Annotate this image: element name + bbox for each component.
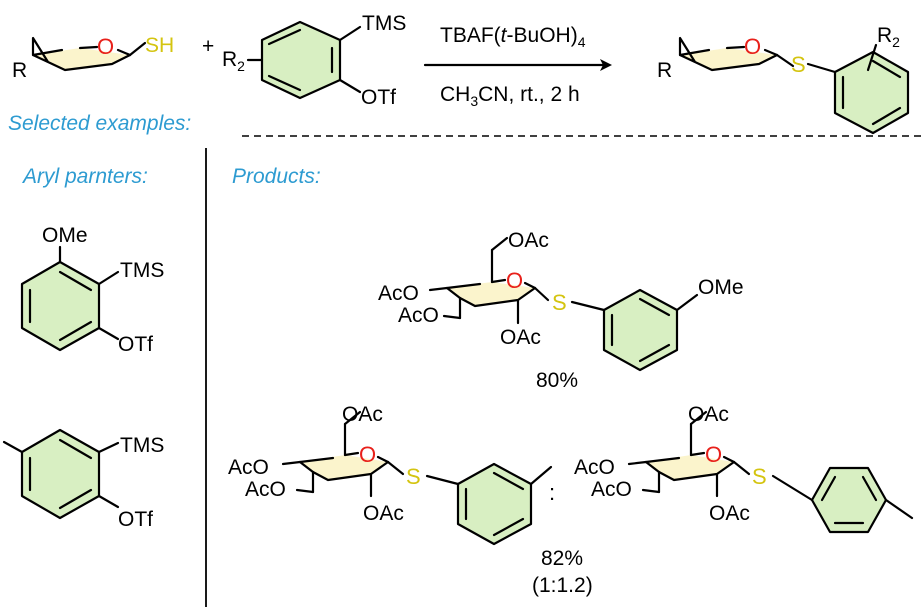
- reagent-label: TBAF(t-BuOH)4: [440, 24, 586, 50]
- thiol-group: SH: [145, 34, 174, 57]
- p2a-c3-oac: AcO: [245, 478, 286, 501]
- conditions-label: CH3CN, rt., 2 h: [440, 83, 580, 109]
- aryl-partners-heading: Aryl parnters:: [21, 165, 148, 188]
- partner2-otf: OTf: [118, 508, 153, 531]
- aryl-partner-1: OMe TMS OTf: [20, 224, 164, 356]
- tms-label: TMS: [362, 12, 406, 35]
- partner2-tms: TMS: [120, 434, 164, 457]
- p2a-ring-oxygen: O: [359, 442, 376, 467]
- product-r-label: R: [657, 59, 672, 82]
- p2b-ch2-oac: OAc: [688, 403, 729, 426]
- partner1-otf: OTf: [118, 333, 153, 356]
- p2a-c4-oac: AcO: [228, 456, 269, 479]
- p1-yield: 80%: [536, 369, 578, 392]
- p1-ch2-oac: OAc: [508, 229, 549, 252]
- p1-sulfur: S: [552, 290, 567, 315]
- p2b-c2-oac: OAc: [709, 502, 750, 525]
- product-ring-oxygen: O: [744, 34, 761, 59]
- product-2-meta: OAc AcO AcO OAc O S: [228, 403, 553, 546]
- reactant-thiosugar: R O SH: [12, 34, 174, 82]
- isomer-separator: :: [549, 480, 555, 505]
- p2-yield: 82%: [541, 547, 583, 570]
- p2b-sulfur: S: [752, 464, 767, 489]
- product-thioglycoside: R O S R2: [657, 24, 910, 135]
- reaction-arrow: [423, 59, 612, 71]
- p2a-ch2-oac: OAc: [342, 403, 383, 426]
- p1-c4-oac: AcO: [378, 282, 419, 305]
- reactant-aryne-precursor: R2 TMS OTf: [222, 12, 406, 109]
- partner1-tms: TMS: [120, 259, 164, 282]
- product-sulfur: S: [791, 52, 806, 77]
- p1-ring-oxygen: O: [506, 268, 523, 293]
- plus-sign: +: [202, 35, 214, 58]
- p1-ome: OMe: [698, 276, 744, 299]
- ring-oxygen: O: [97, 34, 114, 59]
- p1-c3-oac: AcO: [398, 304, 439, 327]
- product-2-para: OAc AcO AcO OAc O S: [574, 403, 914, 534]
- p1-c2-oac: OAc: [500, 326, 541, 349]
- products-heading: Products:: [232, 165, 321, 188]
- otf-label: OTf: [361, 86, 396, 109]
- p2b-c4-oac: AcO: [574, 456, 615, 479]
- r2-label: R2: [222, 48, 245, 74]
- p2a-sulfur: S: [406, 464, 421, 489]
- selected-examples-heading: Selected examples:: [8, 112, 191, 135]
- p2b-ring-oxygen: O: [705, 442, 722, 467]
- p2b-c3-oac: AcO: [591, 478, 632, 501]
- partner1-ome: OMe: [42, 224, 88, 247]
- aryl-partner-2: TMS OTf: [2, 428, 164, 531]
- p2-ratio: (1:1.2): [532, 574, 593, 597]
- r-group-label: R: [12, 59, 27, 82]
- p2a-c2-oac: OAc: [363, 502, 404, 525]
- product-r2-label: R2: [877, 24, 900, 50]
- product-1: OAc AcO AcO OAc O S OMe 80%: [378, 229, 744, 392]
